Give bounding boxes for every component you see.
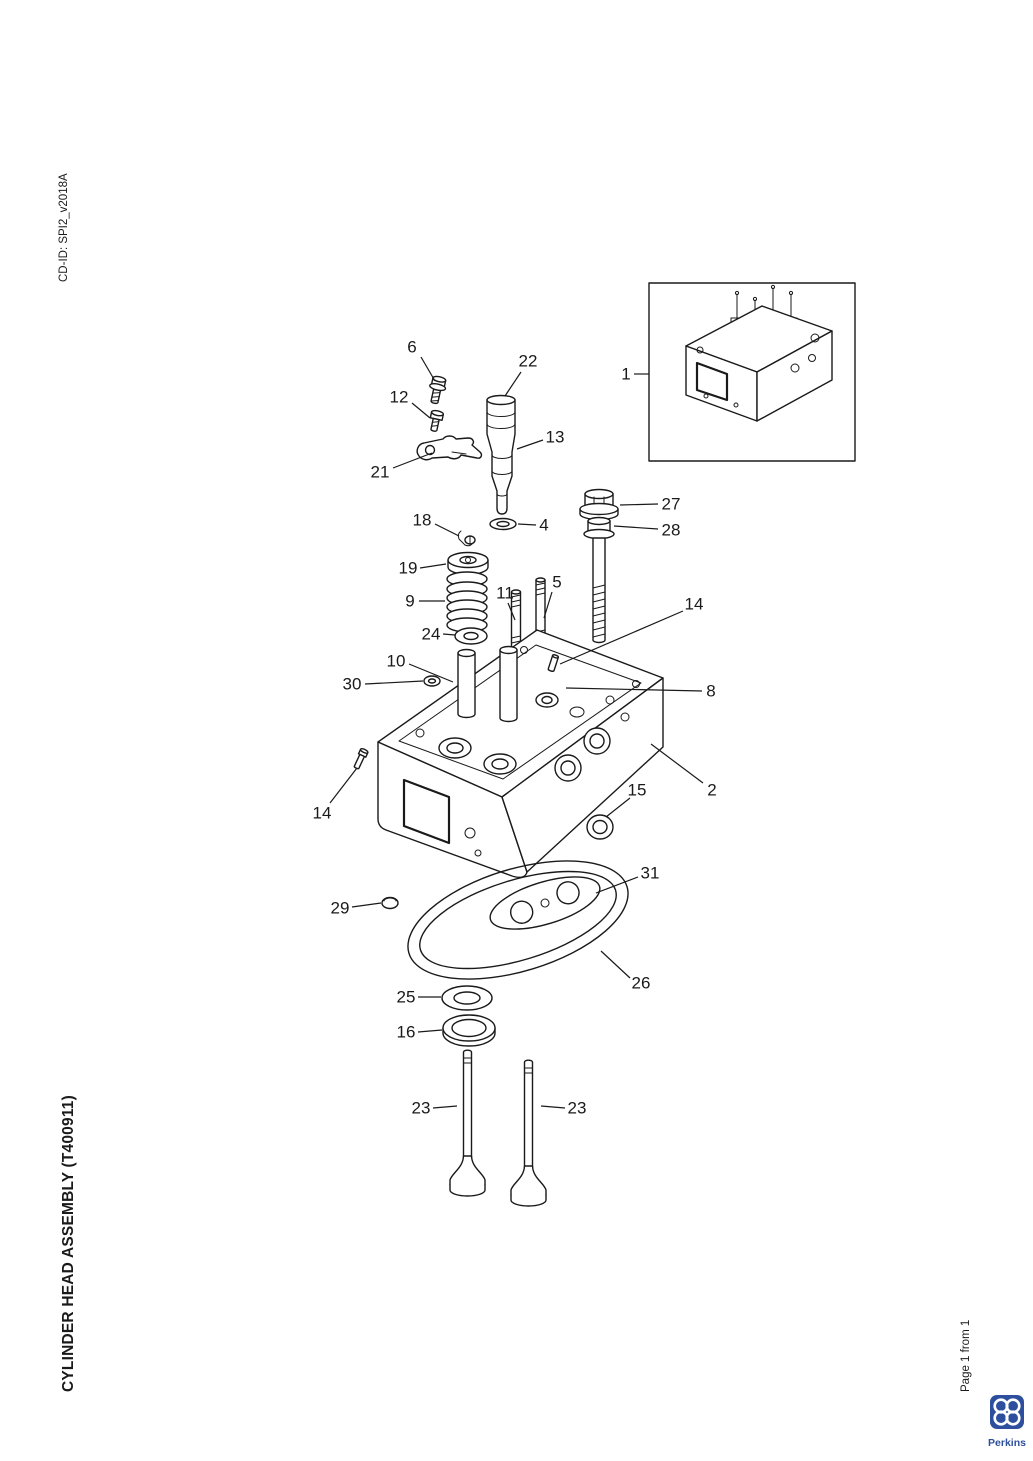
head-gasket <box>407 860 629 980</box>
callout-label-19-10: 19 <box>399 559 418 578</box>
callout-label-6-0: 6 <box>407 338 416 357</box>
callout-leader-14-15 <box>559 610 684 665</box>
callout-leader-26-24 <box>600 950 631 979</box>
washer-30 <box>423 675 441 687</box>
valve-guides <box>457 645 518 723</box>
callout-layer: 6 22 12 13 21 1 27 28 4 18 19 9 5 11 24 14 10 30 8 2 14 15 31 2… <box>313 338 717 1118</box>
perkins-logo: Perkins <box>984 1394 1030 1449</box>
callout-label-12-2: 12 <box>390 388 409 407</box>
callout-label-14-20: 14 <box>313 804 332 823</box>
callout-leader-22-1 <box>504 371 522 397</box>
callout-leader-4-8 <box>517 523 537 526</box>
callout-leader-10-16 <box>408 663 454 683</box>
head-bolt <box>583 516 615 644</box>
injector-washer <box>489 517 517 531</box>
callout-leader-14-20 <box>329 767 358 804</box>
callout-leader-24-14 <box>442 633 456 636</box>
callout-label-16-26: 16 <box>397 1023 416 1042</box>
callout-label-5-12: 5 <box>552 573 561 592</box>
cylinder-head-block <box>377 629 664 879</box>
callout-label-29-23: 29 <box>331 899 350 918</box>
valve-left <box>449 1049 486 1197</box>
callout-leader-12-2 <box>411 402 431 419</box>
callout-label-1-5: 1 <box>621 365 630 384</box>
bolt-14-left <box>353 748 369 770</box>
stud-14-top <box>547 654 560 672</box>
callout-leader-6-0 <box>420 356 436 382</box>
callout-label-4-8: 4 <box>539 516 548 535</box>
cap-nut <box>579 488 619 521</box>
callout-label-26-24: 26 <box>632 974 651 993</box>
callout-label-10-16: 10 <box>387 652 406 671</box>
spring-seat <box>454 627 488 645</box>
reference-box <box>648 282 856 462</box>
callout-leader-8-18 <box>565 687 703 692</box>
valve-right <box>510 1059 547 1207</box>
callout-label-23-28: 23 <box>568 1099 587 1118</box>
callout-leader-15-21 <box>605 797 631 818</box>
callout-label-28-7: 28 <box>662 521 681 540</box>
callout-leader-21-4 <box>392 452 433 469</box>
callout-label-18-9: 18 <box>413 511 432 530</box>
assembled-head-thumbnail <box>685 284 833 422</box>
callout-leader-16-26 <box>417 1029 443 1033</box>
callout-label-27-6: 27 <box>662 495 681 514</box>
callout-leader-5-12 <box>543 591 553 619</box>
callout-label-13-3: 13 <box>546 428 565 447</box>
callout-label-22-1: 22 <box>519 352 538 371</box>
callout-label-21-4: 21 <box>371 463 390 482</box>
valve-spring <box>446 571 488 633</box>
callout-label-24-14: 24 <box>422 625 441 644</box>
callout-label-11-13: 11 <box>496 584 514 603</box>
callout-leader-31-22 <box>595 876 639 894</box>
spring-cap <box>447 551 489 576</box>
callout-label-14-15: 14 <box>685 595 704 614</box>
callout-leader-28-7 <box>613 525 659 530</box>
callout-leader-19-10 <box>419 563 447 569</box>
callout-leader-23-28 <box>540 1105 566 1109</box>
perkins-logo-text: Perkins <box>988 1437 1026 1449</box>
bolt-6 <box>429 375 447 405</box>
valve-seat-16 <box>442 1014 496 1047</box>
callout-leader-27-6 <box>619 503 659 506</box>
gasket-seal-31 <box>489 876 601 930</box>
callout-leader-23-27 <box>432 1105 458 1109</box>
callout-label-15-21: 15 <box>628 781 647 800</box>
callout-leader-29-23 <box>351 902 382 908</box>
callout-label-25-25: 25 <box>397 988 416 1007</box>
callout-label-8-18: 8 <box>706 682 715 701</box>
plug-29 <box>381 896 399 910</box>
callout-label-31-22: 31 <box>641 864 660 883</box>
callout-label-9-11: 9 <box>405 592 414 611</box>
fuel-injector <box>486 394 516 515</box>
callout-leader-2-19 <box>650 743 704 784</box>
callout-label-2-19: 2 <box>707 781 716 800</box>
collets <box>457 530 476 547</box>
callout-label-23-27: 23 <box>412 1099 431 1118</box>
perkins-logo-icon <box>990 1395 1024 1429</box>
callout-leader-18-9 <box>434 523 460 537</box>
seal-15 <box>586 814 614 840</box>
callout-leader-11-13 <box>507 602 516 621</box>
injector-clamp <box>416 435 483 461</box>
callout-label-30-17: 30 <box>343 675 362 694</box>
lock-washer-25 <box>441 985 493 1011</box>
callout-leader-30-17 <box>364 680 424 685</box>
callout-leader-13-3 <box>516 439 544 450</box>
bolt-12 <box>429 409 445 432</box>
